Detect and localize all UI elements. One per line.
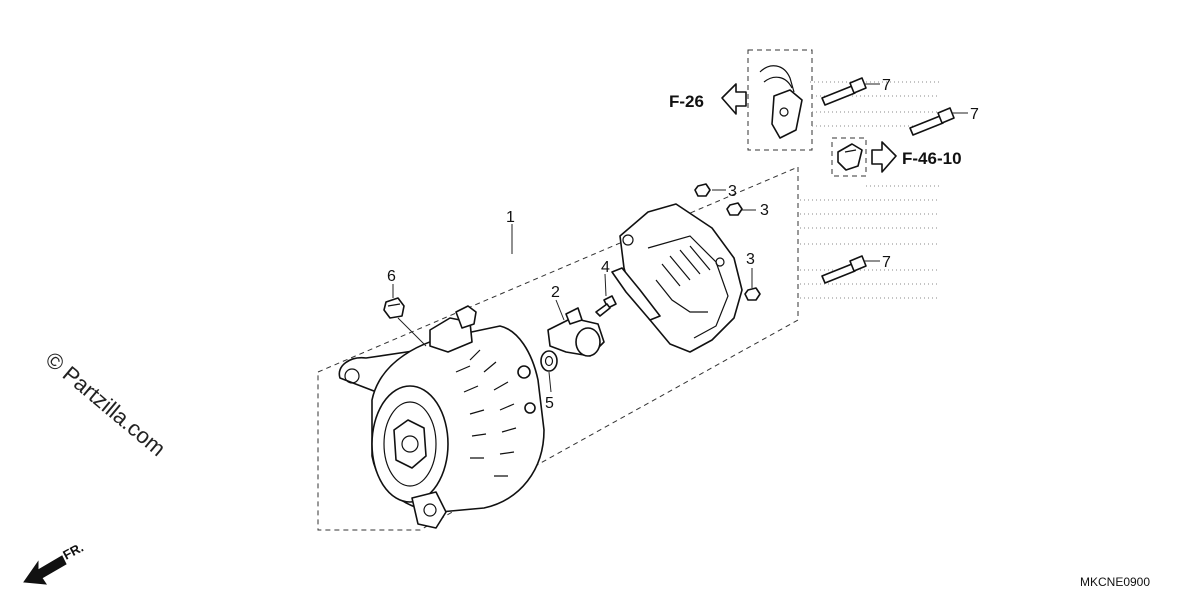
bolt-part-7a[interactable] xyxy=(821,77,867,106)
rear-cover[interactable] xyxy=(611,203,743,353)
front-arrow-icon xyxy=(23,555,67,585)
callout-6: 6 xyxy=(387,268,396,285)
nut-part-3b[interactable] xyxy=(726,202,743,216)
callout-3b: 3 xyxy=(760,202,769,219)
bolt-part-7c[interactable] xyxy=(821,255,867,284)
nut-part-6[interactable] xyxy=(383,297,405,319)
bolt-part-7b[interactable] xyxy=(909,107,955,136)
alternator-body-part-1[interactable] xyxy=(338,305,545,529)
callout-7b: 7 xyxy=(970,106,979,123)
watermark: © Partzilla.com xyxy=(41,347,171,461)
reference-f26[interactable]: F-26 xyxy=(669,92,704,111)
f4610-inset-box xyxy=(831,137,867,177)
regulator-part-2[interactable] xyxy=(547,307,605,357)
assembly-1-boundary xyxy=(317,166,799,531)
dotted-hatching xyxy=(800,81,940,299)
callout-3c: 3 xyxy=(746,251,755,268)
clip-inset xyxy=(837,143,863,171)
callout-7a: 7 xyxy=(882,77,891,94)
callout-4: 4 xyxy=(601,259,610,276)
leader-lines xyxy=(392,83,968,393)
f4610-arrow-icon xyxy=(871,141,897,173)
harness-bracket-inset xyxy=(759,65,803,139)
callout-2: 2 xyxy=(551,284,560,301)
reference-f4610[interactable]: F-46-10 xyxy=(902,149,962,168)
nut-part-3c[interactable] xyxy=(744,287,761,301)
callout-1: 1 xyxy=(506,209,515,226)
washer-part-5[interactable] xyxy=(540,350,558,372)
callout-7c: 7 xyxy=(882,254,891,271)
nut-part-3a[interactable] xyxy=(694,183,711,197)
front-label: FR. xyxy=(60,540,86,563)
f26-inset-box xyxy=(747,49,813,151)
callout-5: 5 xyxy=(545,395,554,412)
diagram-code: MKCNE0900 xyxy=(1080,575,1150,589)
screw-part-4[interactable] xyxy=(595,295,617,317)
f26-arrow-icon xyxy=(721,83,747,115)
callout-3a: 3 xyxy=(728,183,737,200)
